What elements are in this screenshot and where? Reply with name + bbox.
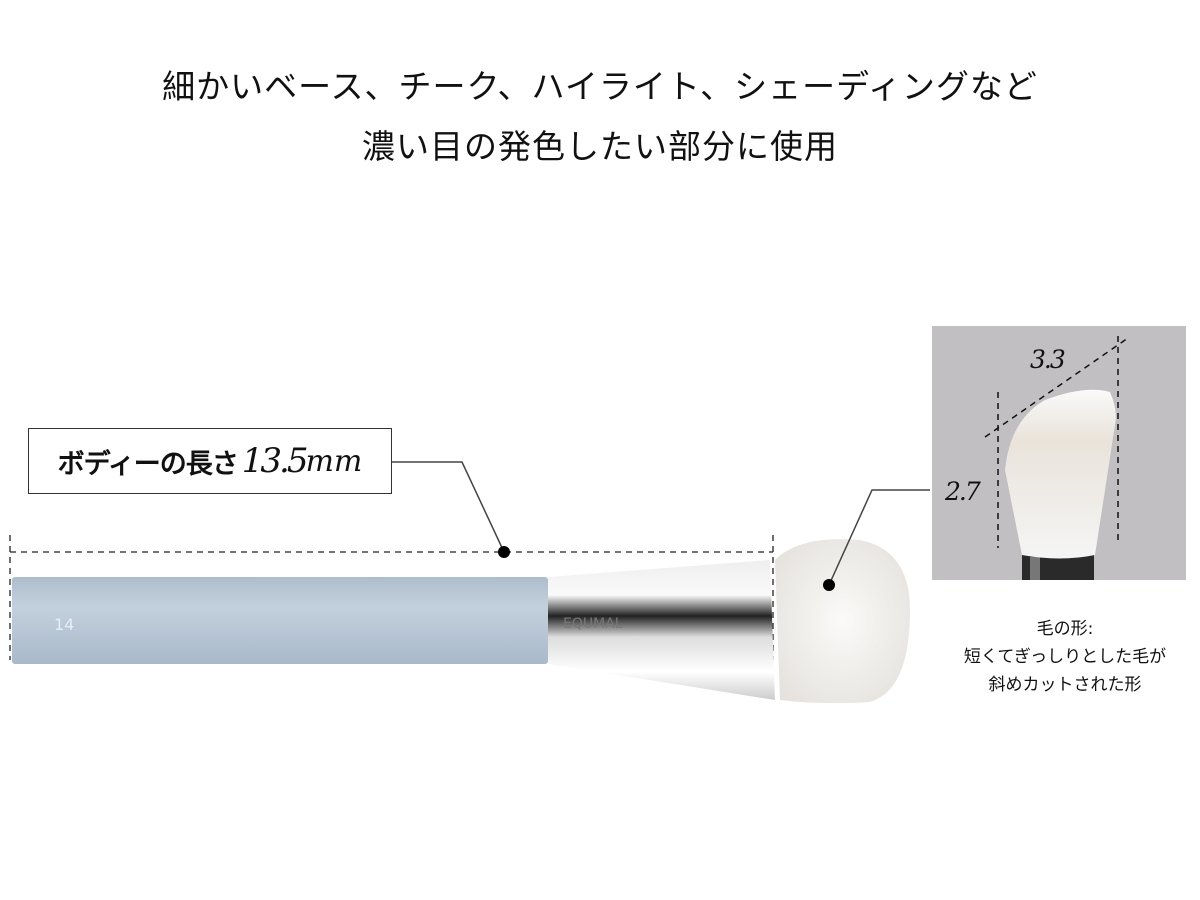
measure-line [9, 535, 774, 660]
hair-shape-caption: 毛の形: 短くてぎっしりとした毛が 斜めカットされた形 [930, 615, 1200, 699]
width-dimension: 3.3 [1030, 345, 1065, 374]
brush-ferrule [548, 560, 775, 700]
brush-hair [775, 539, 910, 704]
detail-photo: 3.3 2.7 [932, 326, 1186, 580]
brush-handle [12, 577, 548, 664]
body-length-text: ボディーの長さ [57, 448, 239, 480]
height-dimension: 2.7 [944, 477, 981, 506]
caption-line-1: 毛の形: [1036, 619, 1094, 639]
headline-line-1: 細かいベース、チーク、ハイライト、シェーディングなど [162, 67, 1038, 106]
body-length-value: 13.5 [241, 441, 309, 481]
brush-number: 14 [54, 615, 74, 634]
pointer-dot [823, 579, 835, 591]
body-length-label: ボディーの長さ 13.5 mm [28, 428, 392, 494]
body-length-unit: mm [305, 443, 363, 479]
headline-line-2: 濃い目の発色したい部分に使用 [362, 127, 838, 166]
brand-logo: EQUMAL [563, 616, 623, 632]
caption-line-3: 斜めカットされた形 [988, 675, 1142, 695]
caption-line-2: 短くてぎっしりとした毛が [963, 647, 1167, 667]
pointer-dot [498, 546, 510, 558]
